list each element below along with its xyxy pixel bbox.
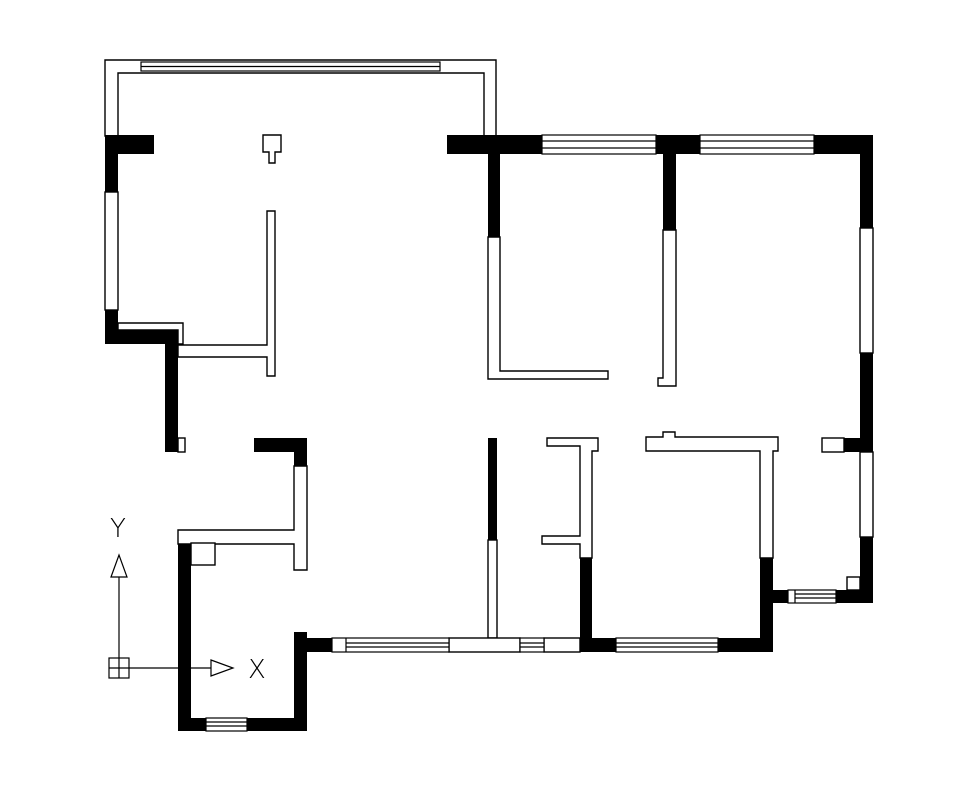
window-top-bedroom-2 xyxy=(699,134,815,155)
wall-seg xyxy=(663,135,676,230)
partition xyxy=(859,451,874,538)
wall-seg xyxy=(860,135,873,228)
partition xyxy=(117,322,184,345)
wall-seg xyxy=(294,438,307,466)
partition xyxy=(846,576,861,591)
wall-seg xyxy=(105,330,165,344)
partition xyxy=(177,437,186,453)
wall-seg xyxy=(814,135,873,154)
fixture-symbol xyxy=(262,134,282,164)
wall-seg xyxy=(488,135,500,237)
wall-seg xyxy=(844,438,873,452)
wall-seg xyxy=(294,632,307,731)
wall-seg xyxy=(580,638,616,652)
x-axis-arrow-icon xyxy=(210,659,235,677)
wall-seg xyxy=(294,638,332,652)
window-bottom-living xyxy=(331,637,450,653)
partition xyxy=(645,431,779,559)
partition xyxy=(487,236,609,380)
balcony-window xyxy=(140,61,441,72)
wall-seg xyxy=(773,590,788,603)
wall-seg xyxy=(105,135,118,192)
wall-seg xyxy=(580,558,592,652)
partition xyxy=(657,229,677,387)
y-axis-label: Y xyxy=(110,514,126,544)
ucs-axis-indicator: X Y xyxy=(108,514,266,685)
partition xyxy=(543,637,581,653)
ucs-origin-icon xyxy=(108,657,130,679)
wall-seg xyxy=(165,330,178,452)
wall-seg xyxy=(178,543,191,731)
partition xyxy=(821,437,845,453)
window-bottom-bedroom-4 xyxy=(615,637,719,653)
partition xyxy=(859,227,874,354)
partition xyxy=(541,437,599,559)
window-bottom-small xyxy=(519,637,545,653)
partition-walls xyxy=(104,191,874,653)
wall-seg xyxy=(488,438,497,540)
partition xyxy=(190,542,216,566)
balcony-top-left xyxy=(104,59,497,137)
window-top-bedroom-1 xyxy=(541,134,657,155)
wall-seg xyxy=(860,537,873,603)
y-axis-arrow-icon xyxy=(110,553,128,578)
structural-walls xyxy=(105,135,873,731)
wall-seg xyxy=(860,353,873,452)
x-axis-label: X xyxy=(248,655,266,685)
partition xyxy=(487,539,498,639)
windows xyxy=(205,134,837,732)
wall-seg xyxy=(656,135,700,154)
wall-seg xyxy=(254,438,307,452)
window-kitchen-bottom xyxy=(205,717,248,732)
window-bottom-right xyxy=(787,589,837,604)
wall-seg xyxy=(718,638,773,652)
partition xyxy=(448,637,521,653)
wall-seg xyxy=(760,558,773,652)
wall-seg xyxy=(836,590,873,603)
partition xyxy=(104,191,119,311)
partition xyxy=(177,210,276,377)
